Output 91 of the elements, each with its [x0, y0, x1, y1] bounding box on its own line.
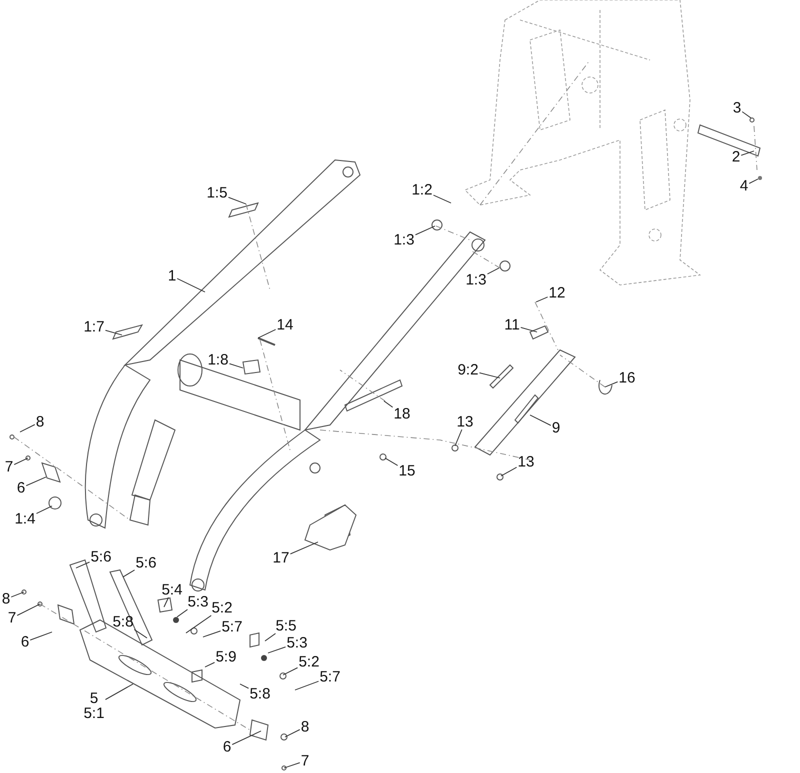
leader-line [536, 296, 548, 302]
callout-number: 4 [740, 178, 748, 194]
callout-number: 7 [300, 754, 310, 768]
leader-line [186, 615, 212, 634]
leader-line [520, 327, 538, 332]
leader-line [228, 196, 246, 204]
callout-number: 5 [90, 691, 98, 706]
callout-number: 5:6 [90, 550, 112, 564]
leader-line [264, 633, 276, 642]
leader-line [748, 178, 758, 184]
callout-number: 5:2 [212, 600, 232, 616]
leader-line [486, 268, 500, 274]
leader-line [26, 476, 46, 486]
callout-number: 5:8 [250, 686, 270, 702]
callout-number: 18 [394, 406, 410, 422]
callout-number: 1:5 [206, 186, 228, 200]
callout-number: 5:9 [216, 650, 236, 664]
leader-line [228, 363, 244, 368]
callout-number: 13 [518, 454, 534, 470]
leader-line [284, 762, 300, 768]
callout-number: 5:6 [136, 556, 156, 570]
leader-line [10, 592, 24, 598]
callout-number: 1 [168, 268, 176, 284]
leader-line [294, 680, 320, 690]
callout-number: 9 [552, 420, 560, 436]
leader-line [604, 381, 618, 388]
callout-number: 17 [272, 550, 290, 566]
callout-number: 5:4 [162, 582, 182, 598]
callout-number: 1:3 [466, 272, 486, 288]
callout-number: 1:4 [14, 512, 36, 526]
callout-number: 1:8 [208, 352, 228, 368]
callout-number: 8 [36, 414, 44, 430]
callout-number: 2 [732, 150, 740, 164]
callout-number: 14 [276, 318, 294, 332]
leader-line [30, 632, 52, 641]
leader-line [258, 329, 276, 338]
leader-line [432, 194, 452, 204]
leader-line [500, 466, 518, 476]
callout-number: 15 [398, 464, 416, 478]
callout-number: 1:7 [84, 320, 104, 334]
callout-number: 7 [4, 460, 14, 474]
callout-number: 16 [618, 370, 636, 386]
callout-number: 8 [300, 720, 310, 734]
leader-line [414, 226, 436, 236]
leader-line [204, 662, 216, 668]
leader-line [268, 646, 286, 654]
leader-line [282, 667, 298, 676]
leader-line [176, 278, 206, 292]
leader-line [740, 150, 754, 156]
callout-number: 13 [456, 414, 474, 430]
callout-number: 8 [2, 592, 10, 606]
leader-line [36, 506, 52, 514]
leader-line [122, 570, 136, 578]
callout-number: 5:8 [112, 614, 134, 630]
leader-line [530, 414, 552, 426]
leader-line [478, 372, 500, 378]
leader-line [454, 429, 462, 446]
leader-line [76, 562, 90, 568]
leader-line [14, 458, 28, 465]
leader-line [20, 424, 36, 432]
leader-line [104, 330, 122, 336]
callout-number: 7 [8, 610, 16, 626]
callout-number: 12 [548, 286, 566, 300]
callout-number: 5:2 [298, 654, 320, 670]
leader-line [104, 684, 134, 700]
callout-number: 5:7 [320, 670, 340, 684]
leader-line [176, 609, 188, 618]
callout-number: 5:1 [84, 706, 104, 721]
leader-line [240, 684, 250, 689]
leader-line [742, 111, 752, 118]
leader-line [202, 630, 222, 638]
callout-number: 1:2 [412, 182, 432, 198]
leader-line [164, 597, 169, 608]
leader-line [134, 629, 148, 638]
callout-number: 9:2 [458, 362, 478, 378]
callout-number: 1:3 [394, 232, 414, 248]
callout-number: 5:7 [222, 620, 242, 634]
callout-number: 6 [20, 634, 30, 650]
leader-line [232, 730, 262, 746]
callout-number: 5:3 [286, 636, 308, 650]
callout-number: 5:5 [276, 618, 296, 634]
leader-line [384, 458, 398, 466]
callout-number: 6 [222, 740, 232, 754]
callout-number: 3 [732, 100, 742, 116]
leader-line [384, 400, 394, 408]
leader-line [16, 604, 40, 616]
callout-number: 11 [504, 318, 520, 332]
callout-number: 5:3 [188, 594, 208, 610]
leader-line [284, 729, 300, 738]
callout-number: 6 [16, 480, 26, 496]
leader-line [290, 542, 318, 554]
